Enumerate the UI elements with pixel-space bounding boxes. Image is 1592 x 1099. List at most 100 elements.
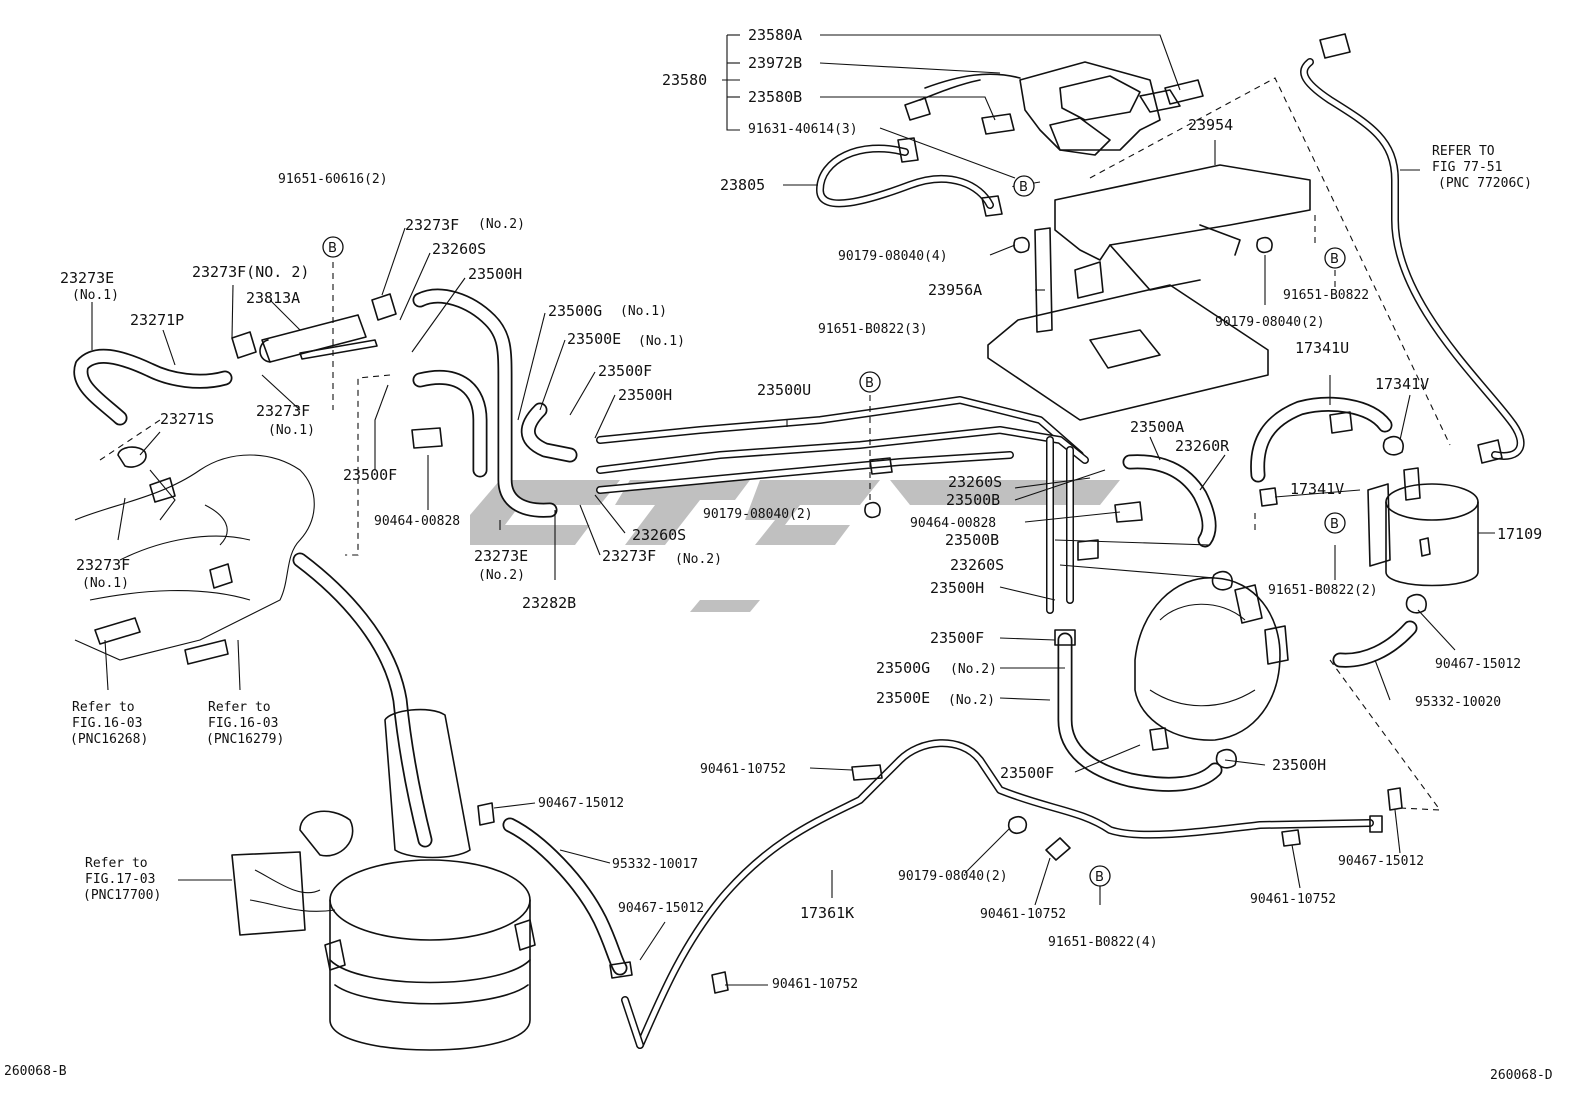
svg-text:B: B bbox=[1019, 180, 1028, 195]
air-pump-drawing bbox=[231, 552, 536, 1051]
label-23282B: 23282B bbox=[522, 594, 576, 612]
label-23260S-c: 23260S bbox=[632, 526, 686, 544]
throttle-body-drawing bbox=[1134, 577, 1289, 751]
label-23813A: 23813A bbox=[246, 289, 300, 307]
diagram-id-right: 260068-D bbox=[1490, 1068, 1553, 1083]
engine-block-drawing bbox=[74, 454, 315, 665]
label-23273F-no1-a-sub: (No.1) bbox=[268, 423, 315, 438]
label-refer-16-b-line1: Refer to bbox=[208, 700, 271, 715]
label-17341V-b: 17341V bbox=[1290, 480, 1344, 498]
label-90467-15012-a: 90467-15012 bbox=[1435, 657, 1521, 672]
label-90179-08040-2-b: 90179-08040(2) bbox=[703, 507, 813, 522]
label-refer-16-b-line2: FIG.16-03 bbox=[208, 716, 278, 731]
badge-b-91651-B0822-2: B bbox=[1324, 512, 1346, 534]
label-95332-10020: 95332-10020 bbox=[1415, 695, 1501, 710]
hose-23271P-drawing bbox=[73, 348, 233, 426]
label-23500H-b: 23500H bbox=[618, 386, 672, 404]
label-91651-B0822-3: 91651-B0822(3) bbox=[818, 322, 928, 337]
label-91651-B0822-4: 91651-B0822(4) bbox=[1048, 935, 1158, 950]
badge-b-91631: B bbox=[1013, 175, 1035, 197]
label-refer-17-line1: Refer to bbox=[85, 856, 148, 871]
label-91631-40614: 91631-40614(3) bbox=[748, 122, 858, 137]
label-23500E-no1-sub: (No.1) bbox=[638, 334, 685, 349]
label-17341U: 17341U bbox=[1295, 339, 1349, 357]
pipe-23500U-drawing bbox=[596, 396, 1089, 494]
refer-77-51-hose-drawing bbox=[1300, 33, 1525, 464]
label-23580: 23580 bbox=[662, 71, 707, 89]
label-23500A: 23500A bbox=[1130, 418, 1184, 436]
badge-b-91651-B0822-4: B bbox=[1089, 865, 1111, 887]
label-90179-08040-4: 90179-08040(4) bbox=[838, 249, 948, 264]
hose-17341U-drawing bbox=[1250, 396, 1393, 483]
label-23273F-no1-a: 23273F bbox=[256, 402, 310, 420]
pipe-23813A-drawing bbox=[231, 293, 397, 363]
label-23500F-d: 23500F bbox=[1000, 764, 1054, 782]
label-23260S-d: 23260S bbox=[950, 556, 1004, 574]
svg-text:B: B bbox=[328, 241, 337, 256]
label-23500U: 23500U bbox=[757, 381, 811, 399]
label-23273F-no2-b: 23273F(NO. 2) bbox=[192, 263, 309, 281]
clamp-23271S-drawing bbox=[117, 446, 147, 468]
clamps-drawing bbox=[411, 236, 1427, 994]
canister-17109-drawing bbox=[1367, 467, 1479, 587]
label-refer-17-line3: (PNC17700) bbox=[83, 888, 161, 903]
label-refer-17-line2: FIG.17-03 bbox=[85, 872, 155, 887]
part-labels: 23580A 23972B 23580 23580B 91631-40614(3… bbox=[4, 26, 1553, 1083]
label-23273F-no2-c-sub: (No.2) bbox=[675, 552, 722, 567]
label-23500F-a: 23500F bbox=[598, 362, 652, 380]
label-23271P: 23271P bbox=[130, 311, 184, 329]
label-23273F-no2-a: 23273F bbox=[405, 216, 459, 234]
pipe-17361K-drawing bbox=[636, 739, 1383, 1049]
hose-95332-10020-drawing bbox=[1332, 620, 1418, 668]
label-refer-16-b-line3: (PNC16279) bbox=[206, 732, 284, 747]
label-95332-10017: 95332-10017 bbox=[612, 857, 698, 872]
hose-23805-drawing bbox=[816, 137, 1003, 217]
label-23500H-c: 23500H bbox=[930, 579, 984, 597]
label-23500E-no2: 23500E bbox=[876, 689, 930, 707]
label-90467-15012-b: 90467-15012 bbox=[538, 796, 624, 811]
label-refer-16-a-line3: (PNC16268) bbox=[70, 732, 148, 747]
badge-b-91651-B0822: B bbox=[1324, 247, 1346, 269]
label-23500G-no2: 23500G bbox=[876, 659, 930, 677]
label-23273E-no1: 23273E bbox=[60, 269, 114, 287]
badge-b-91651-B0822-3: B bbox=[859, 371, 881, 393]
label-23500E-no2-sub: (No.2) bbox=[948, 693, 995, 708]
label-23260S-a: 23260S bbox=[432, 240, 486, 258]
svg-text:B: B bbox=[1330, 252, 1339, 267]
label-91651-60616: 91651-60616(2) bbox=[278, 172, 388, 187]
label-23500G-no1: 23500G bbox=[548, 302, 602, 320]
label-17341V-a: 17341V bbox=[1375, 375, 1429, 393]
label-23260R: 23260R bbox=[1175, 437, 1230, 455]
label-23580A: 23580A bbox=[748, 26, 802, 44]
svg-text:B: B bbox=[1330, 517, 1339, 532]
label-17361K: 17361K bbox=[800, 904, 854, 922]
label-90464-00828-b: 90464-00828 bbox=[374, 514, 460, 529]
leader-lines bbox=[91, 34, 1495, 986]
diagram-id-left: 260068-B bbox=[4, 1064, 67, 1079]
hose-23500G-no2-drawing bbox=[1054, 629, 1223, 792]
label-23500H-d: 23500H bbox=[1272, 756, 1326, 774]
label-23273E-no2-sub: (No.2) bbox=[478, 568, 525, 583]
label-23500B-b: 23500B bbox=[945, 531, 999, 549]
pipe-23500B-vertical-drawing bbox=[1046, 436, 1099, 614]
label-23500B-a: 23500B bbox=[946, 491, 1000, 509]
label-23273F-no1-b: 23273F bbox=[76, 556, 130, 574]
label-23273F-no2-c: 23273F bbox=[602, 547, 656, 565]
label-23500G-no2-sub: (No.2) bbox=[950, 662, 997, 677]
label-90467-15012-d: 90467-15012 bbox=[618, 901, 704, 916]
label-91651-B0822-2: 91651-B0822(2) bbox=[1268, 583, 1378, 598]
label-23273F-no2-a-sub: (No.2) bbox=[478, 217, 525, 232]
label-23956A: 23956A bbox=[928, 281, 982, 299]
label-23972B: 23972B bbox=[748, 54, 802, 72]
label-90461-10752-c: 90461-10752 bbox=[980, 907, 1066, 922]
label-90461-10752-b: 90461-10752 bbox=[1250, 892, 1336, 907]
svg-text:B: B bbox=[865, 376, 874, 391]
svg-text:B: B bbox=[1095, 870, 1104, 885]
hose-95332-10017-drawing bbox=[502, 817, 644, 1049]
hose-23500A-drawing bbox=[1122, 454, 1217, 548]
label-23500G-no1-sub: (No.1) bbox=[620, 304, 667, 319]
hose-23500G-no1-drawing bbox=[412, 288, 558, 518]
watermark-logo bbox=[470, 480, 1120, 612]
label-23500H-a: 23500H bbox=[468, 265, 522, 283]
